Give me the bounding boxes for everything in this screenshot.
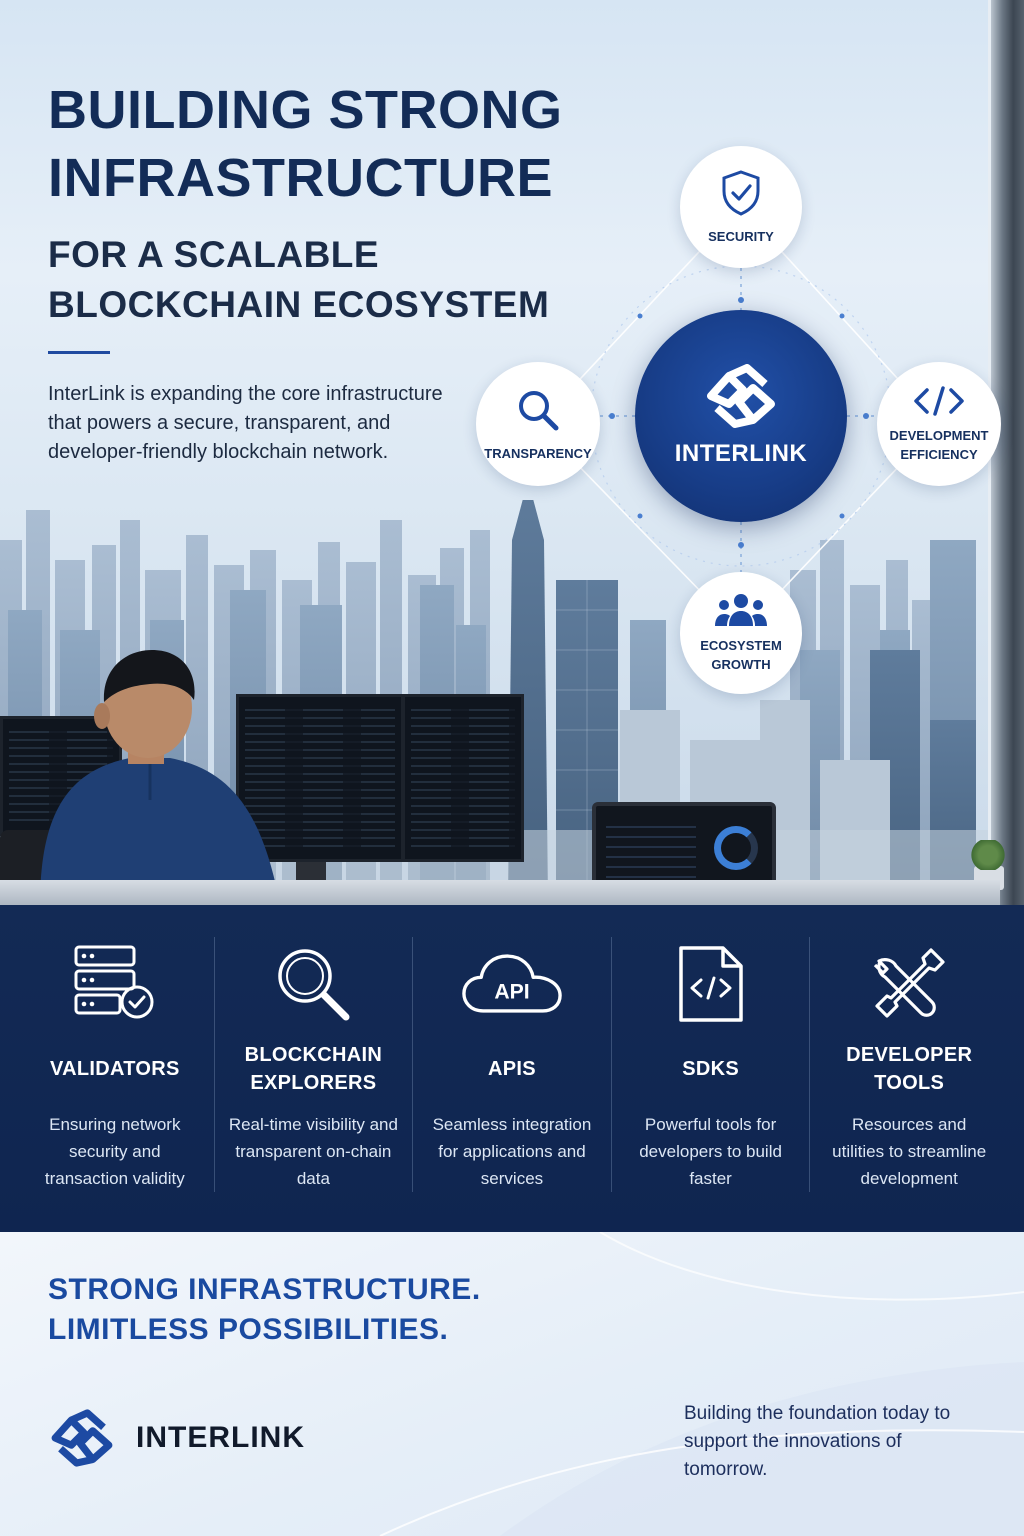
node-label-development-efficiency: DEVELOPMENT EFFICIENCY xyxy=(889,428,989,462)
server-check-icon xyxy=(74,945,154,1019)
accent-divider xyxy=(48,351,110,354)
feature-description: Ensuring network security and transactio… xyxy=(44,1115,185,1188)
brand-name: INTERLINK xyxy=(136,1421,305,1454)
shield-check-icon xyxy=(722,169,760,216)
node-label-ecosystem-growth: ECOSYSTEM GROWTH xyxy=(700,638,782,672)
code-brackets-icon xyxy=(914,386,964,416)
people-icon xyxy=(715,594,767,626)
wrench-screwdriver-icon xyxy=(874,948,945,1018)
page-title: BUILDING STRONG INFRASTRUCTURE xyxy=(48,76,648,212)
code-file-icon xyxy=(678,946,743,1022)
magnifier-icon xyxy=(278,949,350,1021)
interlink-logo xyxy=(51,1409,113,1467)
feature-title: SDKS xyxy=(682,1058,739,1081)
diagram-node-security: SECURITY xyxy=(680,146,802,268)
diagram-node-transparency: TRANSPARENCY xyxy=(476,362,600,486)
feature-description: Resources and utilities to streamline de… xyxy=(832,1115,987,1188)
developer-photo xyxy=(0,650,326,905)
feature-validators: VALIDATORS Ensuring network security and… xyxy=(16,937,215,1192)
brand-lockup: INTERLINK xyxy=(48,1406,305,1470)
feature-title: VALIDATORS xyxy=(49,1058,180,1081)
desk-surface xyxy=(0,880,1000,905)
tagline-line-2: LIMITLESS POSSIBILITIES. xyxy=(48,1313,449,1346)
feature-sdks: SDKS Powerful tools for developers to bu… xyxy=(612,937,811,1192)
laptop xyxy=(592,802,776,902)
feature-description: Seamless integration for applications an… xyxy=(432,1115,592,1188)
node-label-security: SECURITY xyxy=(708,228,774,244)
diagram-node-ecosystem-growth: ECOSYSTEM GROWTH xyxy=(680,572,802,694)
feature-title: APIS xyxy=(488,1058,536,1081)
footer-section: STRONG INFRASTRUCTURE. LIMITLESS POSSIBI… xyxy=(0,1232,1024,1536)
subheadline-line-1: FOR A SCALABLE xyxy=(48,234,380,275)
page-subtitle: FOR A SCALABLE BLOCKCHAIN ECOSYSTEM xyxy=(48,230,648,330)
monitor-center xyxy=(236,694,404,862)
feature-description: Real-time visibility and transparent on-… xyxy=(228,1115,398,1188)
tagline: STRONG INFRASTRUCTURE. LIMITLESS POSSIBI… xyxy=(48,1270,481,1350)
node-label-interlink: INTERLINK xyxy=(674,440,808,467)
tagline-line-1: STRONG INFRASTRUCTURE. xyxy=(48,1273,481,1306)
feature-description: Powerful tools for developers to build f… xyxy=(639,1115,782,1188)
magnifier-icon xyxy=(519,390,559,430)
headline-line-2: INFRASTRUCTURE xyxy=(48,148,553,208)
api-icon-text: API xyxy=(494,981,529,1004)
cloud-api-icon: API xyxy=(462,954,562,1013)
interlink-logo xyxy=(707,364,775,428)
hero-section: BUILDING STRONG INFRASTRUCTURE FOR A SCA… xyxy=(0,0,1024,905)
node-label-transparency: TRANSPARENCY xyxy=(484,445,592,461)
headline-line-1: BUILDING STRONG xyxy=(48,80,563,140)
intro-paragraph: InterLink is expanding the core infrastr… xyxy=(48,383,443,463)
closing-statement: Building the foundation today to support… xyxy=(684,1403,951,1480)
subheadline-line-2: BLOCKCHAIN ECOSYSTEM xyxy=(48,284,550,325)
features-band: VALIDATORS Ensuring network security and… xyxy=(0,905,1024,1232)
diagram-node-interlink: INTERLINK xyxy=(635,310,847,522)
background-wave-decoration xyxy=(379,1232,1024,1536)
feature-apis: API APIS Seamless integration for applic… xyxy=(413,937,612,1192)
diagram-node-development-efficiency: DEVELOPMENT EFFICIENCY xyxy=(877,362,1001,486)
monitor-right xyxy=(402,694,524,862)
laptop-donut-chart xyxy=(714,826,758,870)
